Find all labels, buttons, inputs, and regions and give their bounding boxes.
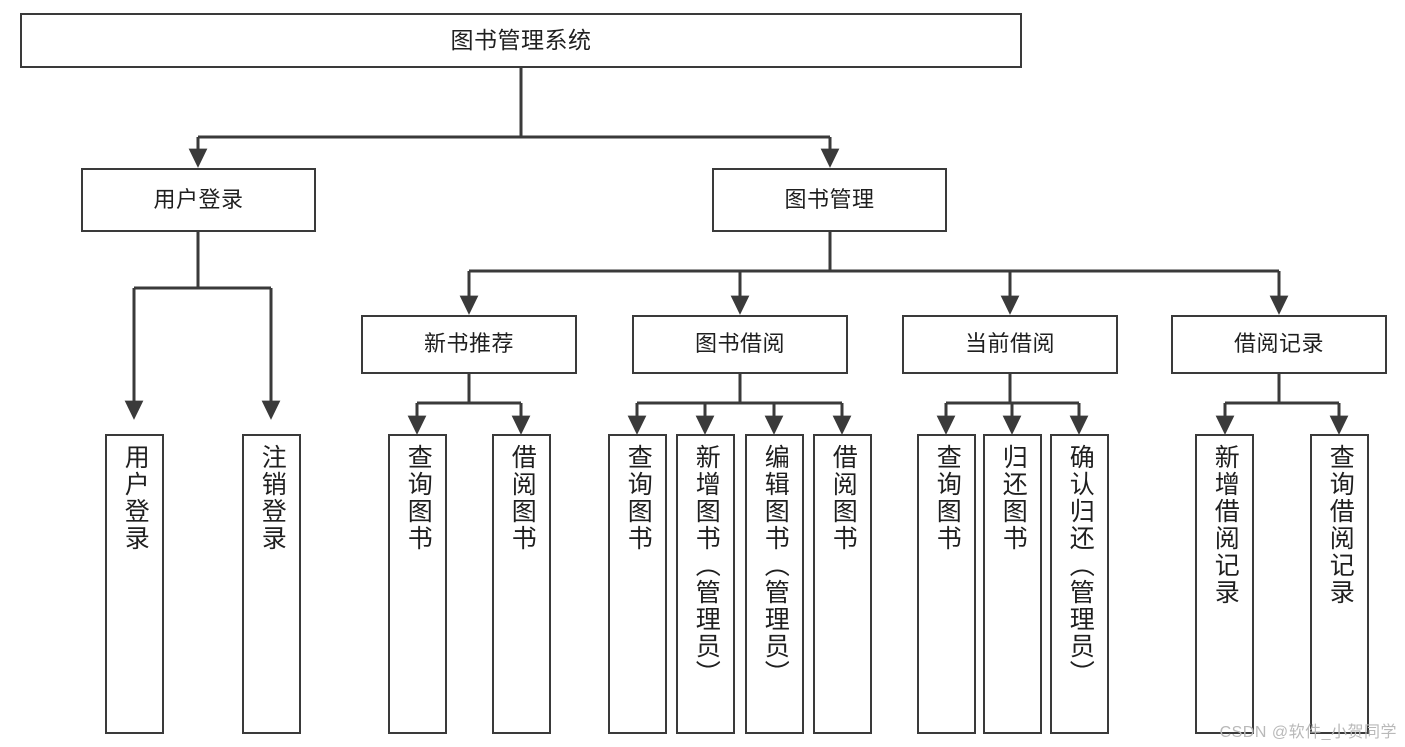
node-leaf-query-record[interactable]: 查询借阅记录 (1310, 434, 1369, 734)
watermark: CSDN @软件_小贺同学 (1219, 724, 1397, 741)
node-leaf-query-book-1[interactable]: 查询图书 (388, 434, 447, 734)
node-label: 查询借阅记录 (1326, 444, 1355, 606)
node-label: 新增图书（管理员） (692, 444, 721, 687)
node-label: 图书管理 (784, 186, 875, 212)
node-label: 查询图书 (404, 444, 433, 552)
node-label: 注销登录 (258, 444, 287, 552)
node-new-book-recommend[interactable]: 新书推荐 (361, 315, 577, 374)
node-label: 归还图书 (999, 444, 1028, 552)
node-label: 借阅图书 (508, 444, 537, 552)
node-leaf-query-book-2[interactable]: 查询图书 (608, 434, 667, 734)
node-label: 新增借阅记录 (1211, 444, 1240, 606)
node-leaf-borrow-book-1[interactable]: 借阅图书 (492, 434, 551, 734)
node-leaf-borrow-book-2[interactable]: 借阅图书 (813, 434, 872, 734)
node-label: 新书推荐 (423, 331, 514, 357)
node-leaf-user-logout[interactable]: 注销登录 (242, 434, 301, 734)
node-label: 图书管理系统 (450, 26, 592, 53)
node-user-login[interactable]: 用户登录 (81, 168, 316, 232)
node-leaf-add-record[interactable]: 新增借阅记录 (1195, 434, 1254, 734)
node-book-manage[interactable]: 图书管理 (712, 168, 947, 232)
node-label: 借阅图书 (829, 444, 858, 552)
node-label: 查询图书 (624, 444, 653, 552)
node-label: 当前借阅 (964, 331, 1055, 357)
node-label: 确认归还（管理员） (1066, 444, 1095, 687)
node-label: 编辑图书（管理员） (761, 444, 790, 687)
node-leaf-edit-book[interactable]: 编辑图书（管理员） (745, 434, 804, 734)
node-book-borrow[interactable]: 图书借阅 (632, 315, 848, 374)
node-root-system[interactable]: 图书管理系统 (20, 13, 1022, 68)
node-leaf-query-book-3[interactable]: 查询图书 (917, 434, 976, 734)
node-label: 借阅记录 (1233, 331, 1324, 357)
node-leaf-add-book[interactable]: 新增图书（管理员） (676, 434, 735, 734)
node-leaf-return-book[interactable]: 归还图书 (983, 434, 1042, 734)
node-label: 图书借阅 (694, 331, 785, 357)
node-leaf-user-login[interactable]: 用户登录 (105, 434, 164, 734)
node-label: 用户登录 (153, 186, 244, 212)
node-leaf-confirm-return[interactable]: 确认归还（管理员） (1050, 434, 1109, 734)
node-borrow-record[interactable]: 借阅记录 (1171, 315, 1387, 374)
node-label: 查询图书 (933, 444, 962, 552)
node-label: 用户登录 (121, 444, 150, 552)
node-current-borrow[interactable]: 当前借阅 (902, 315, 1118, 374)
